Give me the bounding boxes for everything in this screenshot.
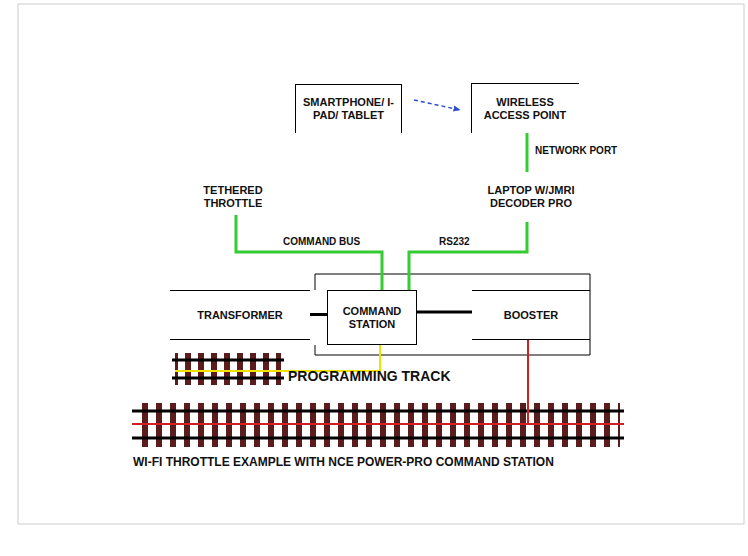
housing-frame	[315, 274, 590, 355]
connector-label: RS232	[437, 236, 472, 248]
transformer-box: TRANSFORMER	[170, 290, 310, 340]
programming-track	[172, 353, 284, 385]
programming-wire	[175, 345, 380, 371]
laptop-label-node: LAPTOP W/JMRI DECODER PRO	[476, 172, 586, 222]
main-track	[132, 403, 624, 447]
node-text: LAPTOP W/JMRI DECODER PRO	[480, 184, 582, 210]
track-label: PROGRAMMING TRACK	[288, 368, 451, 384]
connector	[526, 133, 529, 172]
node-text: SMARTPHONE/ I-PAD/ TABLET	[300, 96, 397, 122]
image-frame	[18, 4, 744, 524]
command-station-box: COMMAND STATION	[327, 290, 417, 345]
connector	[414, 100, 461, 110]
connector	[409, 222, 527, 290]
node-text: BOOSTER	[504, 309, 558, 322]
node-text: COMMAND STATION	[332, 305, 412, 331]
node-text: TRANSFORMER	[197, 309, 283, 322]
connector	[417, 311, 472, 314]
node-text: TETHERED THROTTLE	[187, 184, 279, 210]
connector-label: NETWORK PORT	[533, 145, 619, 157]
connector	[310, 313, 327, 316]
booster-box: BOOSTER	[472, 290, 590, 340]
throttle-label-node: TETHERED THROTTLE	[183, 179, 283, 215]
device-box: SMARTPHONE/ I-PAD/ TABLET	[295, 84, 402, 133]
connector-label: COMMAND BUS	[281, 236, 362, 248]
caption: WI-FI THROTTLE EXAMPLE WITH NCE POWER-PR…	[133, 455, 554, 469]
access-point-box: WIRELESS ACCESS POINT	[471, 83, 579, 133]
node-text: WIRELESS ACCESS POINT	[476, 96, 575, 122]
booster-wire	[527, 340, 529, 424]
connector	[236, 215, 382, 290]
